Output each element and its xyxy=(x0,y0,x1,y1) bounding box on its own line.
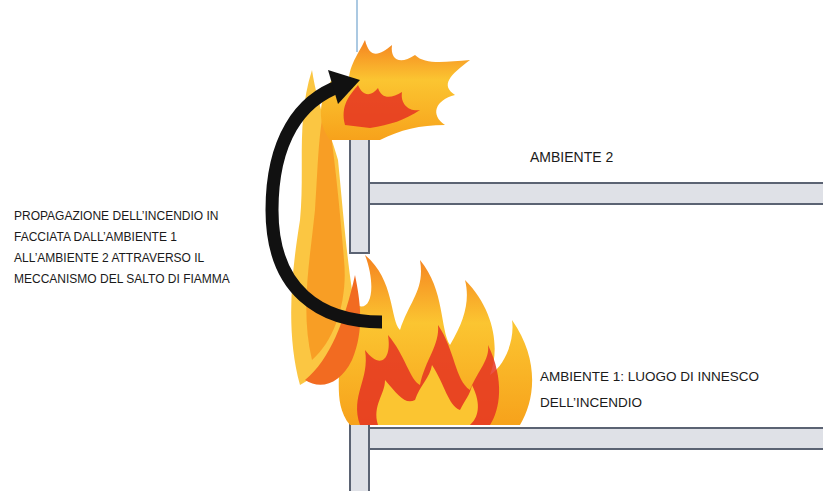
facade-line xyxy=(356,0,358,52)
propagation-note: PROPAGAZIONE DELL’INCENDIO IN FACCIATA D… xyxy=(14,206,264,290)
upper-flame-inner xyxy=(344,85,420,128)
room-label: AMBIENTE 2 xyxy=(530,148,730,166)
lower-slab xyxy=(369,428,823,449)
arrow-head xyxy=(328,70,360,104)
window-flame xyxy=(305,275,360,385)
propagation-arrow xyxy=(272,86,382,322)
upper-slab xyxy=(369,183,823,204)
room-fire xyxy=(335,255,532,425)
upper-flame xyxy=(321,40,470,140)
room-label: AMBIENTE 1: LUOGO DI INNESCO DELL’INCEND… xyxy=(540,364,818,416)
room-fire-inner xyxy=(357,325,499,425)
upper-wall xyxy=(350,138,369,253)
room-fire-tip xyxy=(376,365,478,425)
